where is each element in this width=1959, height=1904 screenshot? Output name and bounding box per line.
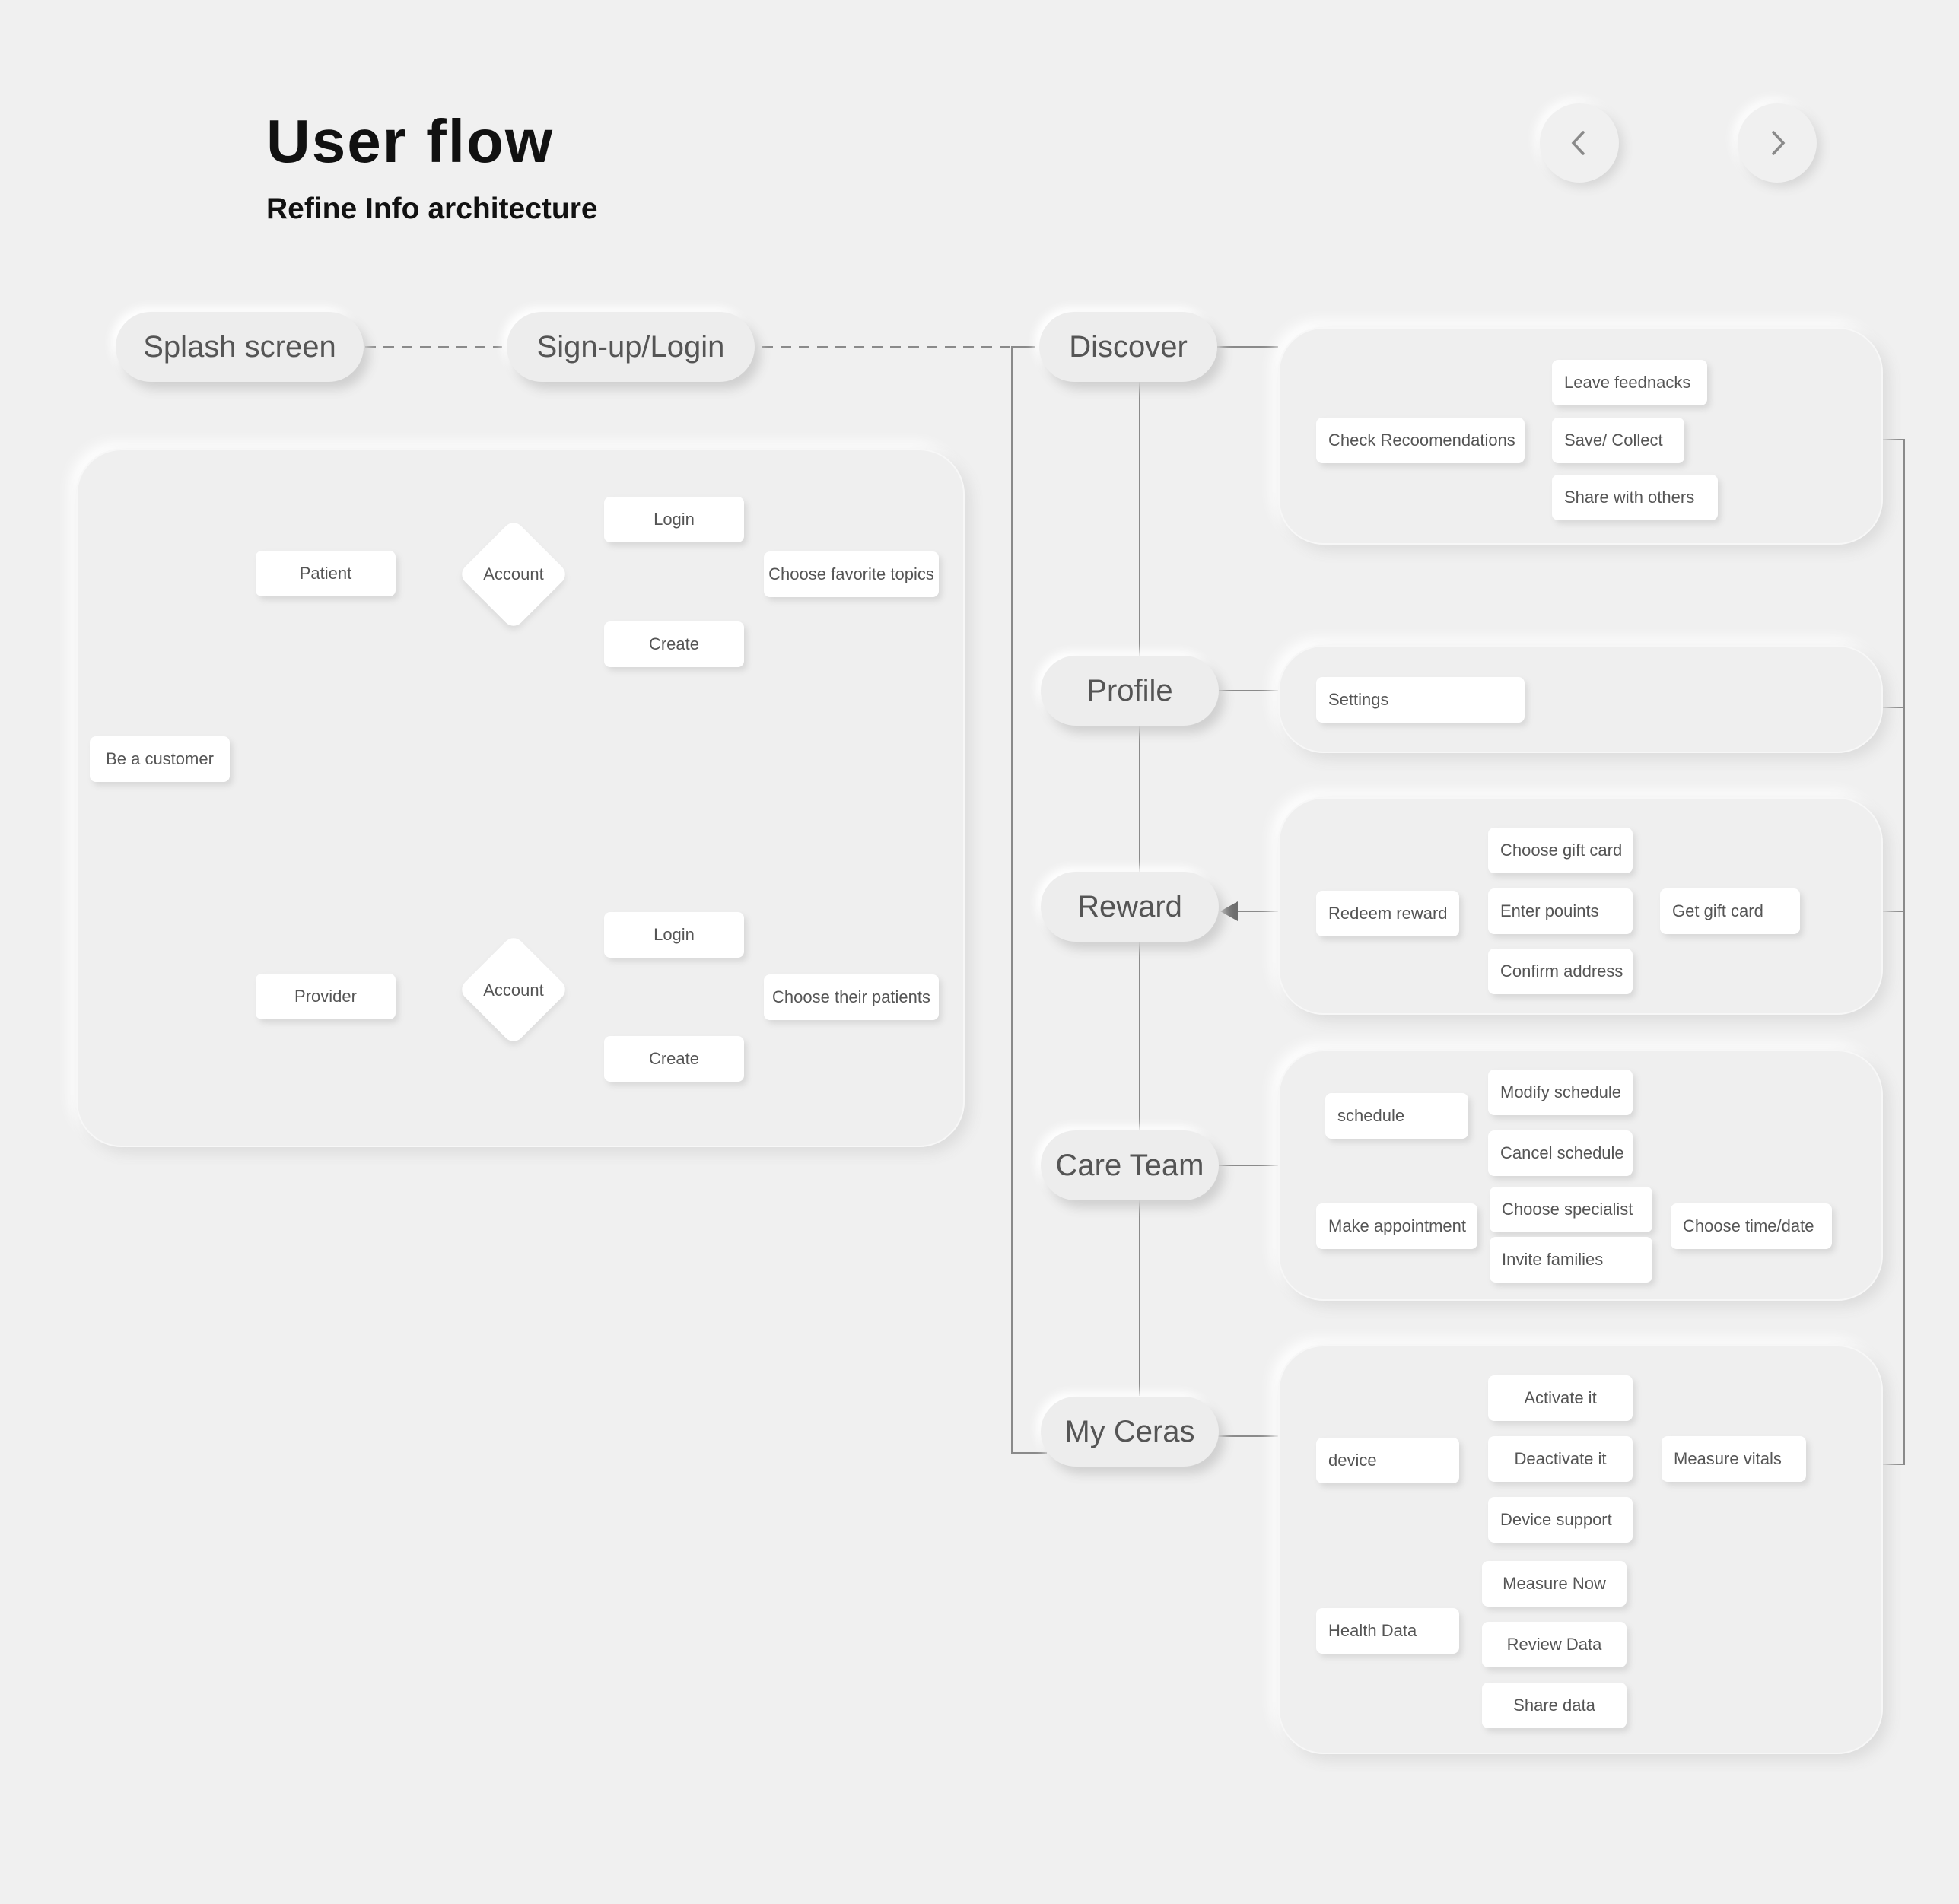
node-invite-families[interactable]: Invite families [1490, 1237, 1652, 1283]
node-modify-schedule[interactable]: Modify schedule [1488, 1070, 1633, 1115]
node-patient-create[interactable]: Create [604, 621, 744, 667]
node-get-gift-card[interactable]: Get gift card [1660, 888, 1800, 934]
stage-discover[interactable]: Discover [1039, 312, 1217, 382]
stage-reward[interactable]: Reward [1041, 872, 1219, 942]
node-deactivate-it[interactable]: Deactivate it [1488, 1436, 1633, 1482]
node-health-data[interactable]: Health Data [1316, 1608, 1459, 1654]
node-measure-vitals[interactable]: Measure vitals [1662, 1436, 1806, 1482]
node-patient-login[interactable]: Login [604, 497, 744, 542]
node-measure-now[interactable]: Measure Now [1482, 1561, 1627, 1607]
next-button[interactable] [1738, 103, 1817, 183]
node-enter-points[interactable]: Enter pouints [1488, 888, 1633, 934]
node-leave-feedback[interactable]: Leave feednacks [1552, 360, 1707, 405]
patient-account-label[interactable]: Account [483, 564, 544, 583]
node-cancel-schedule[interactable]: Cancel schedule [1488, 1130, 1633, 1176]
stage-signup-login[interactable]: Sign-up/Login [507, 312, 755, 382]
node-confirm-address[interactable]: Confirm address [1488, 949, 1633, 994]
stage-splash-screen[interactable]: Splash screen [116, 312, 364, 382]
node-settings[interactable]: Settings [1316, 677, 1525, 723]
node-share-data[interactable]: Share data [1482, 1683, 1627, 1728]
chevron-left-icon [1571, 131, 1585, 155]
node-redeem-reward[interactable]: Redeem reward [1316, 891, 1459, 936]
chevron-right-icon [1772, 131, 1786, 155]
stage-care-team[interactable]: Care Team [1041, 1130, 1219, 1200]
node-activate-it[interactable]: Activate it [1488, 1375, 1633, 1421]
node-choose-gift-card[interactable]: Choose gift card [1488, 828, 1633, 873]
page-subtitle: Refine Info architecture [266, 192, 598, 225]
node-check-recommendations[interactable]: Check Recoomendations [1316, 418, 1525, 463]
node-provider-login[interactable]: Login [604, 912, 744, 958]
node-choose-specialist[interactable]: Choose specialist [1490, 1187, 1652, 1232]
node-choose-time-date[interactable]: Choose time/date [1671, 1203, 1832, 1249]
node-save-collect[interactable]: Save/ Collect [1552, 418, 1684, 463]
node-choose-their-patients[interactable]: Choose their patients [764, 974, 939, 1020]
arrowhead [1220, 901, 1238, 921]
node-be-a-customer[interactable]: Be a customer [90, 736, 230, 782]
provider-account-label[interactable]: Account [483, 981, 544, 1000]
page-title: User flow [266, 107, 555, 175]
stage-my-ceras[interactable]: My Ceras [1041, 1397, 1219, 1467]
node-share-with-others[interactable]: Share with others [1552, 475, 1718, 520]
stage-profile[interactable]: Profile [1041, 656, 1219, 726]
node-patient[interactable]: Patient [256, 551, 396, 596]
node-device-support[interactable]: Device support [1488, 1497, 1633, 1543]
prev-button[interactable] [1540, 103, 1619, 183]
node-review-data[interactable]: Review Data [1482, 1622, 1627, 1667]
node-provider-create[interactable]: Create [604, 1036, 744, 1082]
node-choose-favorite-topics[interactable]: Choose favorite topics [764, 551, 939, 597]
node-device[interactable]: device [1316, 1438, 1459, 1483]
node-make-appointment[interactable]: Make appointment [1316, 1203, 1477, 1249]
node-provider[interactable]: Provider [256, 974, 396, 1019]
node-schedule[interactable]: schedule [1325, 1093, 1468, 1139]
